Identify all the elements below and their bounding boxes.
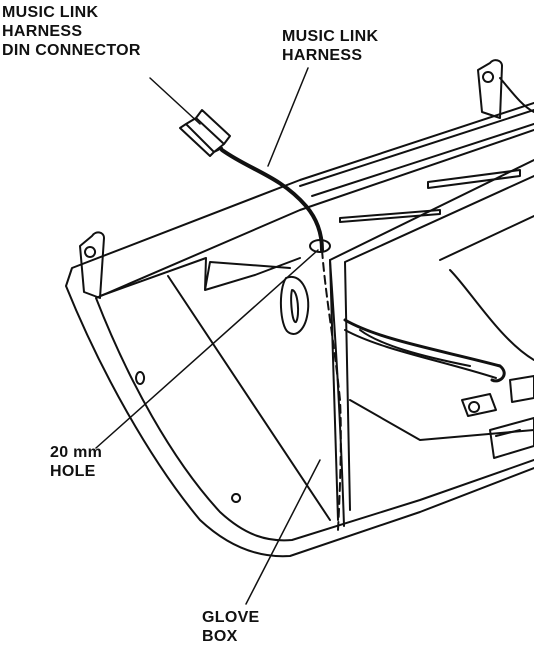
leader-din-connector: [149, 77, 201, 125]
top-ridges: [299, 109, 534, 223]
left-hinge: [79, 231, 105, 299]
glove-box-inner-rim: [95, 129, 534, 542]
lid-slot: [280, 275, 310, 335]
hole-size-label: 20 mm HOLE: [50, 444, 103, 480]
din-connector: [179, 109, 231, 157]
harness-cable-inside: [321, 249, 342, 531]
harness-cable-lower: [329, 259, 345, 527]
leader-harness: [267, 67, 309, 167]
music-link-harness-label: MUSIC LINK HARNESS: [282, 28, 379, 64]
lid-inner-panel: [99, 257, 331, 521]
glove-box-outer-rim: [65, 102, 534, 558]
leader-hole: [95, 249, 319, 449]
latch-mechanism: [461, 375, 534, 459]
music-link-harness-din-connector-label: MUSIC LINK HARNESS DIN CONNECTOR: [2, 4, 141, 59]
inner-box-front-wall: [329, 159, 534, 521]
inner-cable-2: [344, 329, 497, 379]
lid-holes: [135, 371, 242, 503]
leader-glove-box: [245, 459, 321, 605]
right-hinge: [477, 59, 534, 119]
glove-box-label: GLOVE BOX: [202, 609, 260, 645]
inner-cable: [343, 318, 506, 383]
harness-cable: [220, 148, 324, 252]
inner-box-floor: [349, 215, 534, 441]
